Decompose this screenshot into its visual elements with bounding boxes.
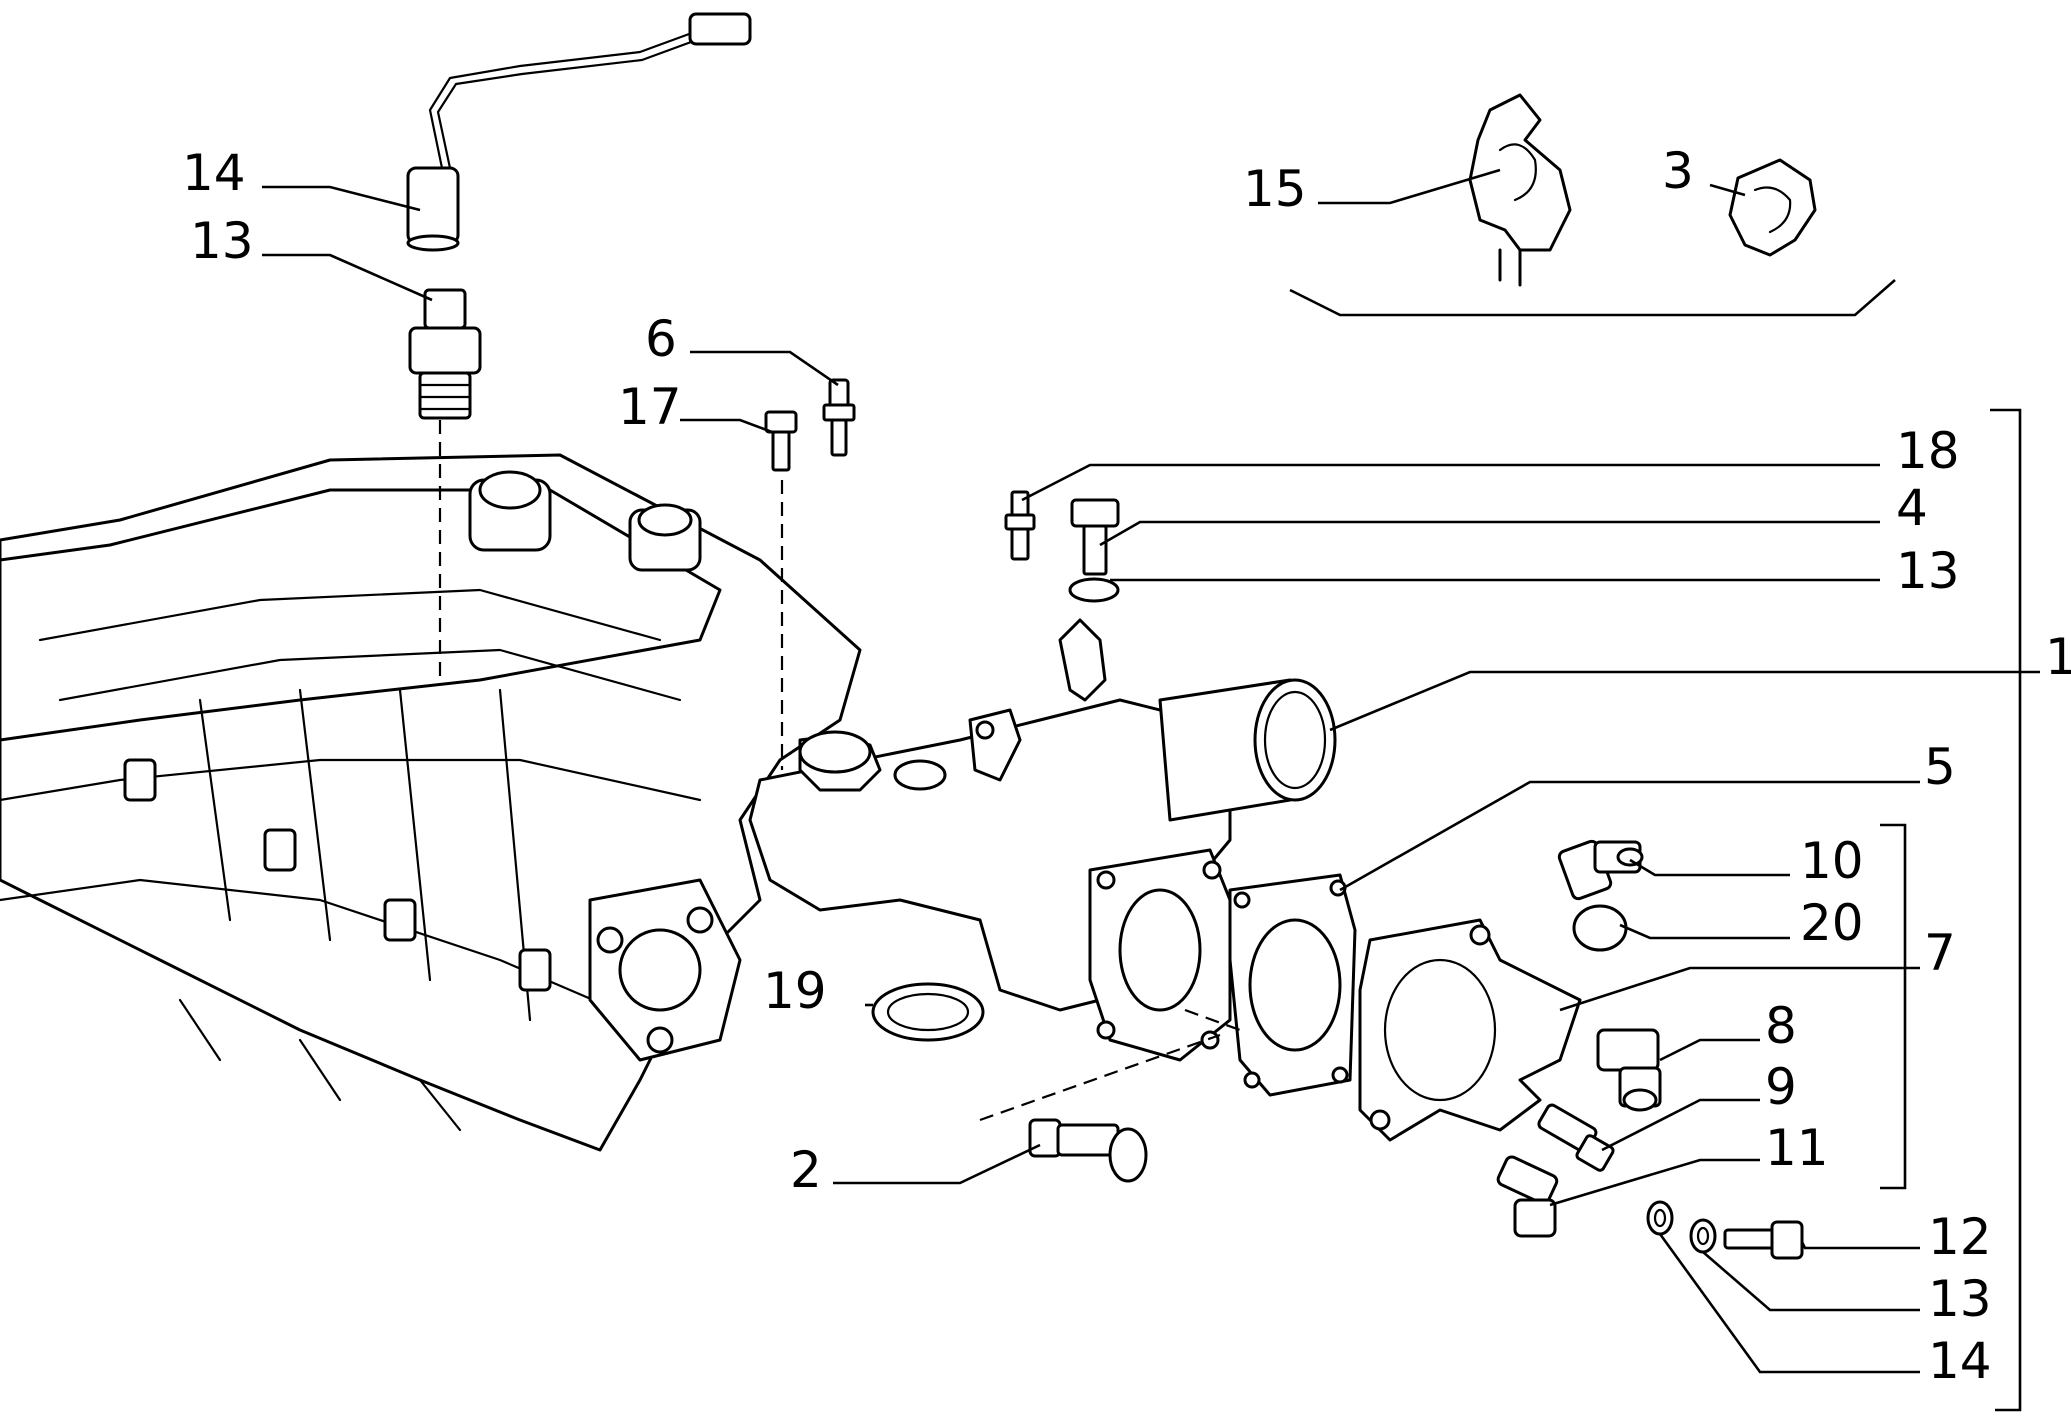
gasket-5 bbox=[1228, 873, 1357, 1097]
sub-bracket-7 bbox=[1880, 823, 1907, 1190]
sensor-connector-14 bbox=[406, 12, 752, 252]
clip-bracket bbox=[1289, 279, 1896, 317]
callout-17: 17 bbox=[618, 378, 682, 436]
callout-7: 7 bbox=[1924, 924, 1956, 982]
callout-19: 19 bbox=[763, 962, 827, 1020]
callout-labels: 14 13 15 3 6 17 18 4 13 1 5 10 20 7 19 8… bbox=[182, 142, 2071, 1390]
callout-10: 10 bbox=[1800, 832, 1864, 890]
fitting-2 bbox=[1028, 1118, 1148, 1183]
clip-15 bbox=[1468, 93, 1572, 287]
callout-18: 18 bbox=[1896, 422, 1960, 480]
clip-3 bbox=[1728, 158, 1817, 257]
callout-4: 4 bbox=[1896, 479, 1928, 537]
bolt-4 bbox=[1070, 498, 1120, 576]
washer-13-lower bbox=[1689, 1218, 1717, 1254]
bolt-12 bbox=[1723, 1220, 1804, 1260]
cover-7 bbox=[1358, 918, 1582, 1142]
callout-12: 12 bbox=[1928, 1208, 1992, 1266]
callout-6: 6 bbox=[645, 310, 677, 368]
elbow-fitting-8 bbox=[1596, 1028, 1662, 1112]
elbow-fitting-10 bbox=[1557, 839, 1644, 901]
washer-13 bbox=[1068, 577, 1120, 603]
engine-block bbox=[0, 453, 862, 1152]
cap-20 bbox=[1572, 904, 1628, 952]
assembly-bracket-1 bbox=[1990, 408, 2022, 1412]
gasket-axis bbox=[1184, 1008, 1241, 1032]
thermostat-housing-1 bbox=[748, 618, 1337, 1062]
o-ring-19 bbox=[871, 982, 985, 1042]
leader-lines bbox=[262, 168, 2040, 1374]
callout-11: 11 bbox=[1765, 1119, 1829, 1177]
callout-1: 1 bbox=[2045, 628, 2071, 686]
stud-18 bbox=[1004, 490, 1036, 561]
callout-3: 3 bbox=[1662, 142, 1694, 200]
temperature-sensor-13 bbox=[408, 288, 482, 420]
callout-14-top: 14 bbox=[182, 144, 246, 202]
callout-2: 2 bbox=[790, 1141, 822, 1199]
callout-14-lower: 14 bbox=[1928, 1332, 1992, 1390]
callout-13-top: 13 bbox=[190, 212, 254, 270]
callout-13-lower: 13 bbox=[1928, 1270, 1992, 1328]
callout-5: 5 bbox=[1924, 738, 1956, 796]
washer-14 bbox=[1646, 1200, 1674, 1236]
fitting-11 bbox=[1496, 1155, 1559, 1238]
callout-9: 9 bbox=[1765, 1058, 1797, 1116]
bolt-17 bbox=[764, 410, 798, 472]
callout-20: 20 bbox=[1800, 894, 1864, 952]
callout-8: 8 bbox=[1765, 997, 1797, 1055]
callout-13-upper: 13 bbox=[1896, 542, 1960, 600]
stud-6 bbox=[822, 378, 856, 457]
callout-15: 15 bbox=[1243, 160, 1307, 218]
fitting-9 bbox=[1537, 1103, 1615, 1172]
